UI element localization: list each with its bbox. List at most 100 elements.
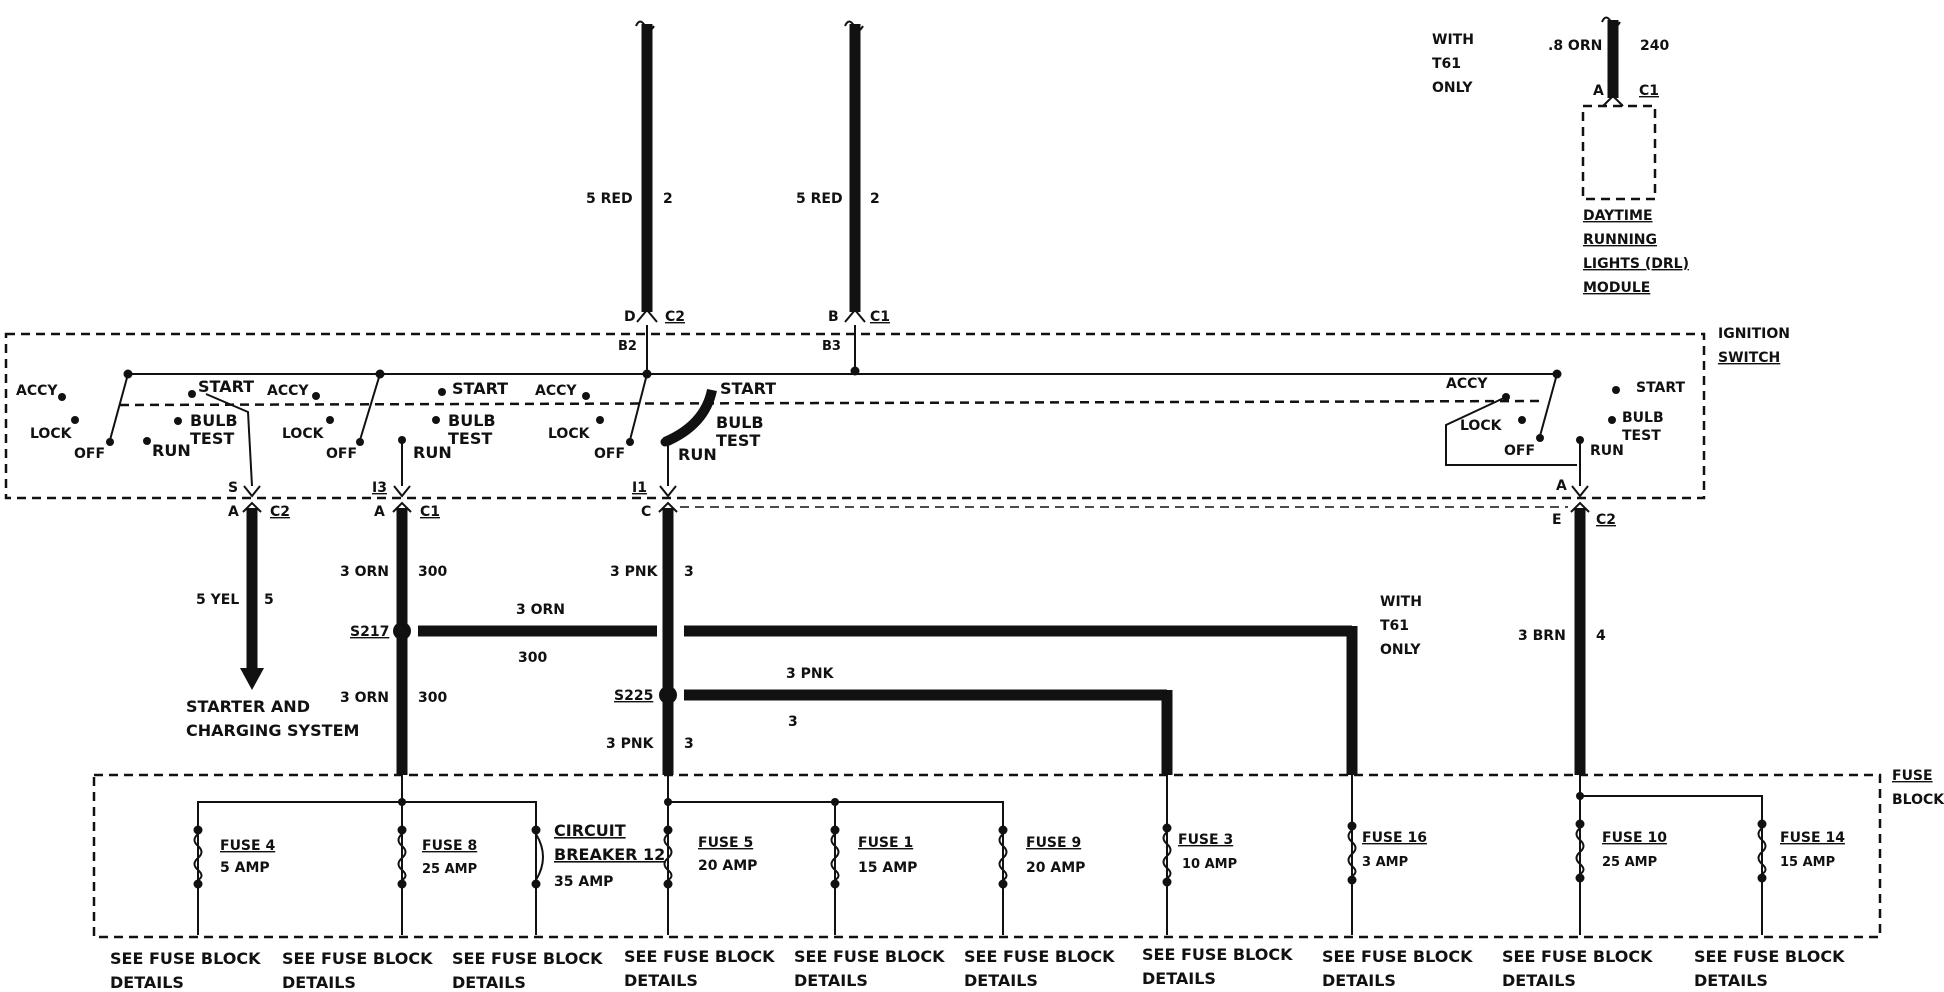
with-t61-note-top: WITH T61 ONLY (1432, 32, 1474, 96)
circuit-number: 2 (663, 191, 673, 207)
see-details-label: DETAILS (1502, 971, 1576, 990)
svg-text:FUSE 1: FUSE 1 (858, 835, 913, 851)
splice-label: S217 (350, 624, 389, 640)
circuit-number: 4 (1596, 628, 1606, 644)
terminal-label: B3 (822, 339, 841, 354)
svg-text:ONLY: ONLY (1380, 642, 1421, 658)
svg-text:OFF: OFF (1504, 443, 1535, 459)
see-details-label: DETAILS (282, 973, 356, 992)
circuit-number: 3 (684, 736, 694, 752)
circuit-number: 5 (264, 592, 274, 608)
drl-label-line1: DAYTIME (1583, 208, 1653, 224)
ignition-switch-label: SWITCH (1718, 350, 1780, 366)
wire-color-label: 5 RED (796, 191, 843, 207)
svg-text:25 AMP: 25 AMP (422, 862, 477, 877)
svg-text:START: START (720, 379, 776, 398)
circuit-number: 3 (788, 714, 798, 730)
svg-text:ACCY: ACCY (16, 383, 58, 399)
svg-text:20 AMP: 20 AMP (698, 858, 757, 874)
see-details-label: SEE FUSE BLOCK (1322, 947, 1473, 966)
circuit-number: 3 (684, 564, 694, 580)
circuit-number: 300 (518, 650, 547, 666)
svg-text:FUSE 8: FUSE 8 (422, 838, 477, 854)
see-details-label: DETAILS (964, 971, 1038, 990)
terminal-label: A (1556, 478, 1567, 494)
fuse-4: FUSE 4 5 AMP (193, 825, 275, 889)
svg-text:25 AMP: 25 AMP (1602, 855, 1657, 870)
drl-module: .8 ORN 240 A C1 DAYTIME RUNNING LIGHTS (… (1548, 16, 1689, 296)
svg-text:BULB: BULB (1622, 410, 1664, 426)
wire-color-label: .8 ORN (1548, 38, 1602, 54)
wire-color-label: 3 PNK (606, 736, 655, 752)
svg-text:TEST: TEST (716, 431, 760, 450)
see-details-label: SEE FUSE BLOCK (1142, 945, 1293, 964)
svg-text:15 AMP: 15 AMP (858, 860, 917, 876)
svg-text:3 AMP: 3 AMP (1362, 855, 1408, 870)
svg-text:BREAKER 12: BREAKER 12 (554, 845, 665, 864)
svg-text:BULB: BULB (716, 413, 764, 432)
svg-text:FUSE 16: FUSE 16 (1362, 830, 1427, 846)
svg-text:FUSE 14: FUSE 14 (1780, 830, 1845, 846)
wire-color-label: 3 ORN (516, 602, 565, 618)
terminal-label: I3 (372, 480, 387, 496)
svg-text:FUSE 10: FUSE 10 (1602, 830, 1667, 846)
starter-label: CHARGING SYSTEM (186, 721, 359, 740)
svg-text:START: START (452, 379, 508, 398)
fuse-1: FUSE 1 15 AMP (830, 825, 917, 889)
wire-color-label: 3 PNK (610, 564, 659, 580)
see-details-row: SEE FUSE BLOCK DETAILS SEE FUSE BLOCK DE… (110, 945, 1845, 992)
svg-text:ACCY: ACCY (267, 383, 309, 399)
svg-text:LOCK: LOCK (1460, 418, 1503, 434)
fuse-block: FUSE BLOCK FUSE 4 5 AMP FUSE 8 25 AMP (92, 768, 1944, 939)
see-details-label: SEE FUSE BLOCK (1502, 947, 1653, 966)
wire-color-label: 3 BRN (1518, 628, 1566, 644)
pin-label: A (374, 504, 385, 520)
svg-text:BULB: BULB (190, 411, 238, 430)
svg-text:WITH: WITH (1432, 32, 1474, 48)
fuse-block-label: BLOCK (1892, 792, 1944, 808)
see-details-label: SEE FUSE BLOCK (794, 947, 945, 966)
connector-label: C2 (270, 504, 290, 520)
brn-circuit: E C2 3 BRN 4 (1518, 501, 1616, 775)
drl-label-line4: MODULE (1583, 280, 1650, 296)
see-details-label: DETAILS (1694, 971, 1768, 990)
svg-text:T61: T61 (1432, 56, 1461, 72)
connector-label: C1 (1639, 83, 1659, 99)
see-details-label: SEE FUSE BLOCK (110, 949, 261, 968)
svg-text:LOCK: LOCK (30, 426, 73, 442)
pnk-circuit: C 3 PNK 3 S225 3 PNK 3 3 PNK 3 WITH T61 … (606, 501, 1568, 775)
orn-circuit: A C1 3 ORN 300 S217 3 ORN 300 3 ORN 300 (340, 501, 657, 775)
terminal-label: B2 (618, 339, 637, 354)
circuit-number: 300 (418, 690, 447, 706)
circuit-number: 240 (1640, 38, 1669, 54)
svg-text:OFF: OFF (594, 446, 625, 462)
ignition-switch: IGNITION SWITCH B2 B3 ACCY LOCK OFF (4, 325, 1790, 500)
pin-label: E (1552, 512, 1562, 528)
wire-color-label: 5 RED (586, 191, 633, 207)
see-details-label: DETAILS (452, 973, 526, 992)
fuse-5: FUSE 5 20 AMP (663, 825, 757, 889)
svg-text:20 AMP: 20 AMP (1026, 860, 1085, 876)
svg-text:WITH: WITH (1380, 594, 1422, 610)
wire-color-label: 5 YEL (196, 592, 239, 608)
pin-label: A (228, 504, 239, 520)
pin-label: A (1593, 83, 1604, 99)
connector-label: C1 (420, 504, 440, 520)
switch-section-4: ACCY LOCK OFF RUN START BULB TEST A (1445, 373, 1686, 498)
terminal-label: I1 (632, 480, 647, 496)
wire-color-label: 3 ORN (340, 564, 389, 580)
drl-label-line3: LIGHTS (DRL) (1583, 256, 1689, 272)
svg-text:15 AMP: 15 AMP (1780, 855, 1835, 870)
svg-text:10 AMP: 10 AMP (1182, 857, 1237, 872)
fuse-block-label: FUSE (1892, 768, 1933, 784)
svg-text:FUSE 4: FUSE 4 (220, 838, 275, 854)
svg-text:FUSE 5: FUSE 5 (698, 835, 753, 851)
starter-label: STARTER AND (186, 697, 310, 716)
svg-text:RUN: RUN (413, 443, 452, 462)
svg-text:RUN: RUN (152, 441, 191, 460)
svg-text:T61: T61 (1380, 618, 1409, 634)
see-details-label: SEE FUSE BLOCK (624, 947, 775, 966)
svg-text:RUN: RUN (678, 445, 717, 464)
wire-color-label: 3 PNK (786, 666, 835, 682)
